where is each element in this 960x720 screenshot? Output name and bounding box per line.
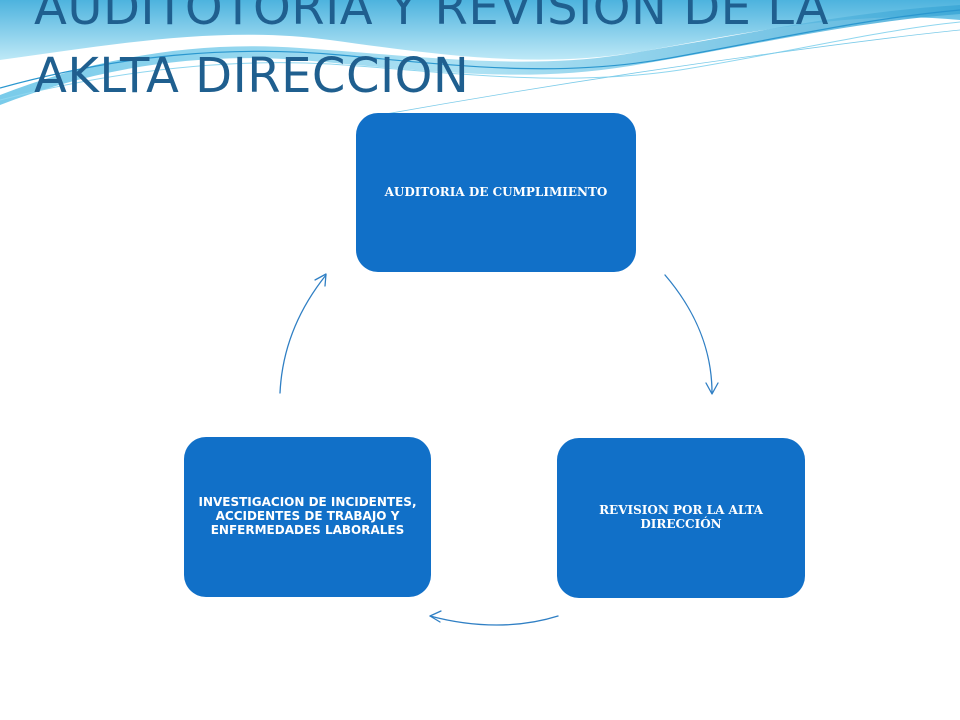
wave-band-back	[0, 0, 960, 60]
edge-auditoria-to-revision	[664, 274, 713, 394]
wave-line-2	[0, 21, 960, 101]
node-auditoria: AUDITORIA DE CUMPLIMIENTO	[356, 113, 636, 272]
title-line-1: AUDITOTORIA Y REVISION DE LA	[34, 0, 829, 36]
edge-revision-to-investigacion-arrowhead	[429, 610, 442, 623]
wave-line-1	[0, 9, 960, 89]
node-investigacion: INVESTIGACION DE INCIDENTES, ACCIDENTES …	[184, 437, 431, 597]
node-investigacion-label: INVESTIGACION DE INCIDENTES, ACCIDENTES …	[198, 495, 417, 537]
node-revision-label: REVISION POR LA ALTA DIRECCIÓN	[599, 503, 763, 531]
header-wave-decoration	[0, 0, 960, 116]
wave-line-3	[379, 29, 960, 116]
edge-investigacion-to-auditoria	[279, 274, 327, 394]
title-line-2: AKLTA DIRECCION	[34, 48, 470, 104]
node-revision: REVISION POR LA ALTA DIRECCIÓN	[557, 438, 805, 598]
node-auditoria-label: AUDITORIA DE CUMPLIMIENTO	[384, 184, 608, 199]
wave-band-front	[0, 5, 960, 105]
page-title: AUDITOTORIA Y REVISION DE LA AKLTA DIREC…	[34, 0, 934, 110]
edge-auditoria-to-revision-arrowhead	[705, 382, 719, 395]
edge-investigacion-to-auditoria-arrowhead	[314, 273, 327, 287]
edge-revision-to-investigacion	[429, 615, 559, 626]
